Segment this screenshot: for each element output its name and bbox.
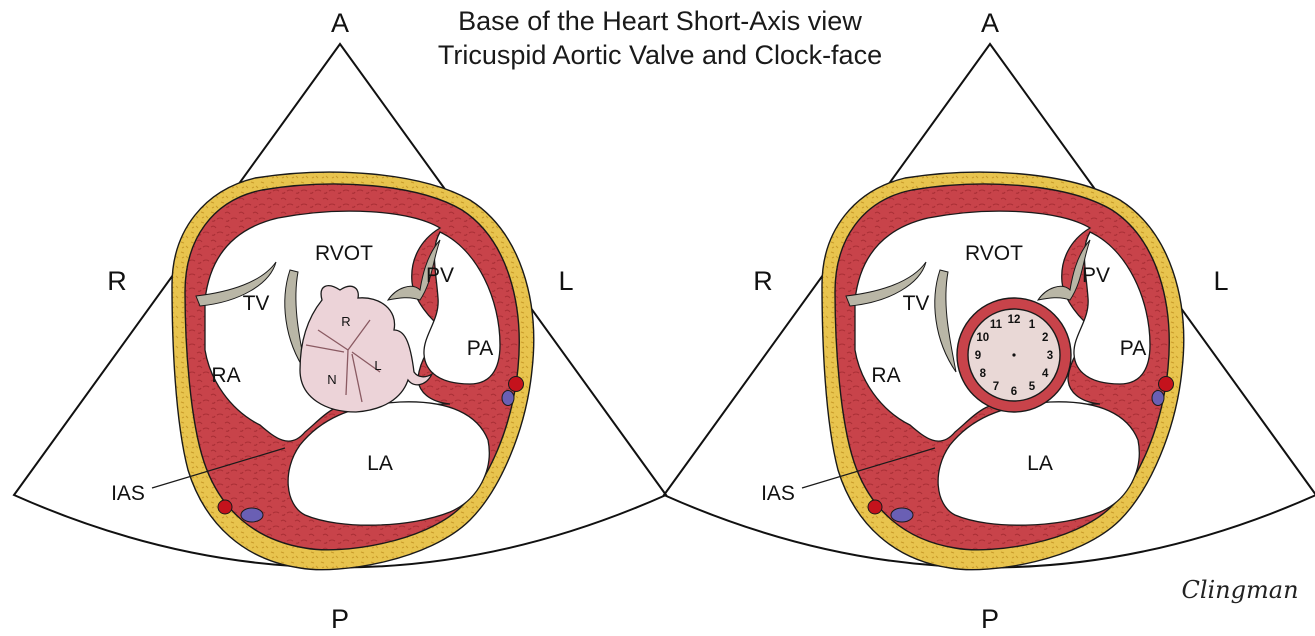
clock-number: 5 — [1029, 381, 1036, 393]
clock-center-dot — [1012, 353, 1015, 356]
label-pa: PA — [467, 337, 493, 360]
label-pv: PV — [426, 264, 454, 287]
label-rvot: RVOT — [315, 242, 373, 265]
label-left-2: L — [1213, 266, 1228, 296]
label-anterior-2: A — [981, 8, 999, 38]
label-la: LA — [367, 452, 393, 475]
label-ra: RA — [211, 364, 240, 387]
clock-number: 11 — [990, 319, 1003, 331]
label-cusp-right: R — [341, 314, 350, 329]
clock-number: 9 — [975, 350, 981, 362]
label-anterior: A — [331, 8, 349, 38]
label-cusp-non: N — [327, 372, 336, 387]
label-right: R — [107, 266, 127, 296]
clock-number: 7 — [993, 381, 999, 393]
label-rvot-2: RVOT — [965, 242, 1023, 265]
clock-number: 3 — [1047, 350, 1053, 362]
label-pv-2: PV — [1082, 264, 1110, 287]
label-la-2: LA — [1027, 452, 1053, 475]
label-tv-2: TV — [903, 292, 930, 315]
label-cusp-left: L — [374, 358, 381, 373]
clock-number: 6 — [1011, 386, 1017, 398]
clock-number: 8 — [980, 368, 987, 380]
label-posterior-2: P — [981, 604, 999, 634]
artist-signature: Clingman — [1181, 576, 1298, 604]
clock-number: 10 — [976, 332, 989, 344]
clock-number: 2 — [1042, 332, 1048, 344]
label-left: L — [558, 266, 573, 296]
clock-number: 1 — [1029, 319, 1036, 331]
label-posterior: P — [331, 604, 349, 634]
clock-number: 4 — [1042, 368, 1049, 380]
label-pa-2: PA — [1120, 337, 1146, 360]
label-ias-2: IAS — [761, 482, 795, 505]
label-right-2: R — [753, 266, 773, 296]
label-ra-2: RA — [871, 364, 900, 387]
label-ias: IAS — [111, 482, 145, 505]
clock-number: 12 — [1008, 314, 1021, 326]
label-tv: TV — [243, 292, 270, 315]
